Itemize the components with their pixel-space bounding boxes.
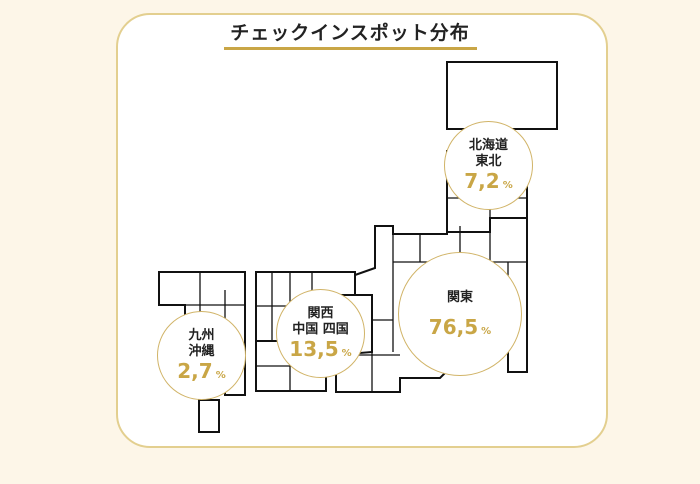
title-underline: [224, 47, 477, 50]
region-name: 関東: [446, 289, 473, 305]
bubble-kansai-chugoku-shikoku: 関西 中国 四国 13,5%: [276, 289, 365, 378]
region-value: 7,2%: [464, 169, 513, 193]
region-value: 76,5%: [428, 314, 492, 339]
map-hokkaido: [446, 61, 558, 130]
chart-title: チェックインスポット分布: [230, 22, 470, 44]
region-value: 2,7%: [177, 359, 226, 383]
bubble-kyushu-okinawa: 九州 沖縄 2,7%: [157, 311, 246, 400]
region-name-line1: 関西: [307, 306, 334, 321]
map-okinawa: [198, 399, 220, 433]
region-name-line2: 中国 四国: [292, 322, 349, 337]
region-name-line1: 九州: [188, 328, 215, 343]
region-value: 13,5%: [289, 337, 352, 361]
region-name-line1: 北海道: [468, 138, 508, 153]
bubble-kanto: 関東 76,5%: [398, 252, 522, 376]
bubble-hokkaido-tohoku: 北海道 東北 7,2%: [444, 121, 533, 210]
region-name-line2: 沖縄: [188, 344, 215, 359]
region-name-line2: 東北: [475, 154, 502, 169]
